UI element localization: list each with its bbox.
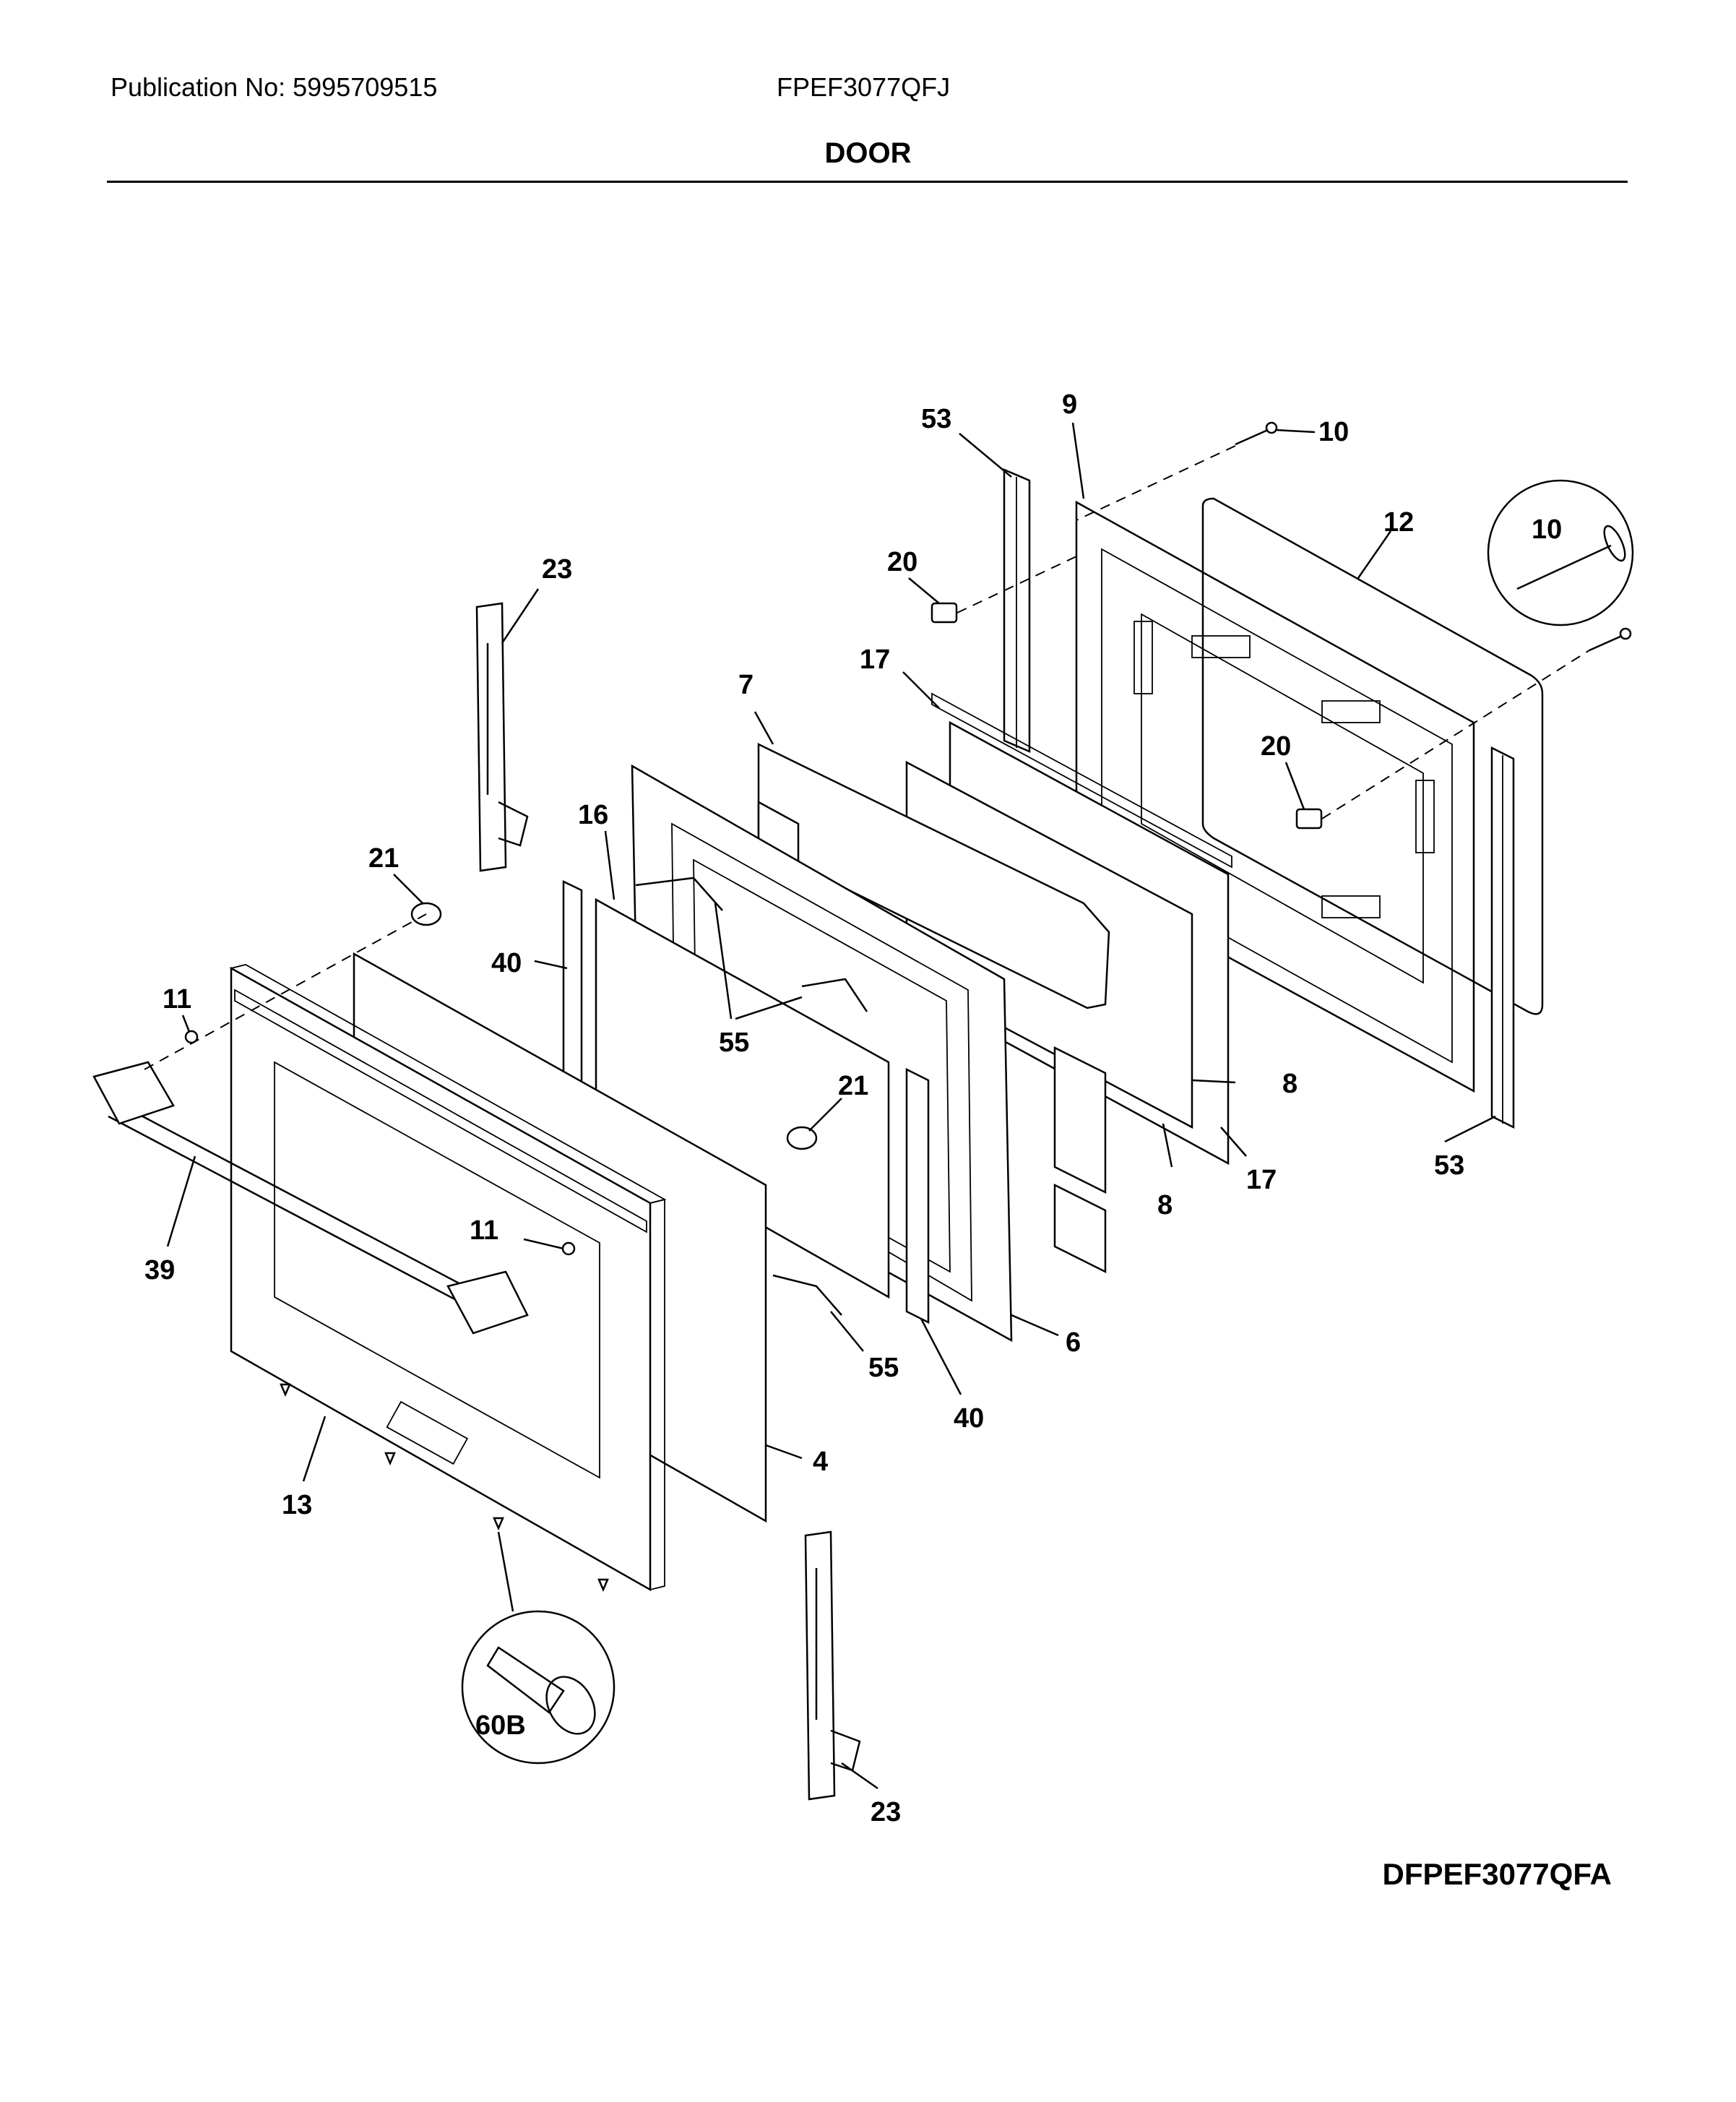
callout-11-right: 11 xyxy=(470,1215,498,1246)
callout-9: 9 xyxy=(1062,389,1077,420)
screw-11-left xyxy=(184,1030,199,1044)
callout-21-mid: 21 xyxy=(838,1071,868,1101)
door-back-frame xyxy=(1075,500,1475,1093)
callout-55-top: 55 xyxy=(719,1028,749,1058)
callout-16: 16 xyxy=(578,800,608,830)
header-divider xyxy=(107,181,1628,183)
door-gasket xyxy=(1201,497,1544,1015)
publication-number: Publication No: 5995709515 xyxy=(111,72,438,102)
callout-11-left: 11 xyxy=(163,984,191,1015)
callout-17-top: 17 xyxy=(860,645,890,675)
callout-53-bottom: 53 xyxy=(1434,1150,1464,1181)
callout-20-top: 20 xyxy=(887,547,917,577)
model-number: FPEF3077QFJ xyxy=(777,72,951,102)
callout-39: 39 xyxy=(144,1255,175,1285)
glass-spacers xyxy=(635,876,868,1316)
side-channel-right xyxy=(1490,746,1515,1129)
side-channel-left xyxy=(1003,468,1031,753)
glass-pane-16 xyxy=(595,897,890,1299)
callout-6: 6 xyxy=(1066,1327,1081,1358)
alignment-lines xyxy=(144,445,1590,1070)
bracket-40-right xyxy=(905,1067,930,1324)
callout-21-top: 21 xyxy=(368,843,399,874)
callout-20-right: 20 xyxy=(1261,731,1291,762)
callout-4: 4 xyxy=(813,1447,828,1477)
callout-23-top: 23 xyxy=(542,554,572,585)
clip-20-right xyxy=(1295,808,1323,830)
bumper-21-mid xyxy=(786,1126,818,1150)
screw-10-top xyxy=(1235,421,1278,446)
callout-17-bottom: 17 xyxy=(1246,1165,1277,1195)
bottom-screws xyxy=(280,1383,609,1593)
callout-13: 13 xyxy=(282,1490,312,1520)
screw-60b-detail xyxy=(461,1610,616,1765)
callout-10-top: 10 xyxy=(1318,417,1349,447)
callout-53-top: 53 xyxy=(921,404,951,434)
callout-8-right: 8 xyxy=(1282,1069,1297,1099)
callout-60b: 60B xyxy=(475,1710,526,1741)
hinge-23-top xyxy=(475,602,529,872)
outer-door-frame xyxy=(229,964,667,1592)
leader-lines xyxy=(166,422,1496,1790)
callout-40-left: 40 xyxy=(491,948,522,978)
clip-20-top xyxy=(930,602,958,624)
callout-7: 7 xyxy=(738,670,753,700)
section-title: DOOR xyxy=(824,137,912,169)
callout-labels: 53 9 10 12 10 20 23 7 17 20 16 21 40 11 … xyxy=(144,389,1562,1827)
callout-23-bottom: 23 xyxy=(871,1797,901,1827)
callout-12: 12 xyxy=(1383,507,1414,538)
bumper-21-top xyxy=(410,902,442,926)
hinge-23-bottom xyxy=(804,1530,861,1801)
door-handle xyxy=(92,1061,529,1335)
callout-8-bottom: 8 xyxy=(1157,1190,1173,1220)
callout-10-detail: 10 xyxy=(1532,514,1562,545)
callout-40-bottom: 40 xyxy=(954,1403,984,1434)
screw-10-side xyxy=(1589,627,1632,652)
screw-10-detail xyxy=(1487,479,1634,626)
diagram-code: DFPEF3077QFA xyxy=(1382,1857,1612,1891)
callout-55-bottom: 55 xyxy=(868,1353,899,1383)
